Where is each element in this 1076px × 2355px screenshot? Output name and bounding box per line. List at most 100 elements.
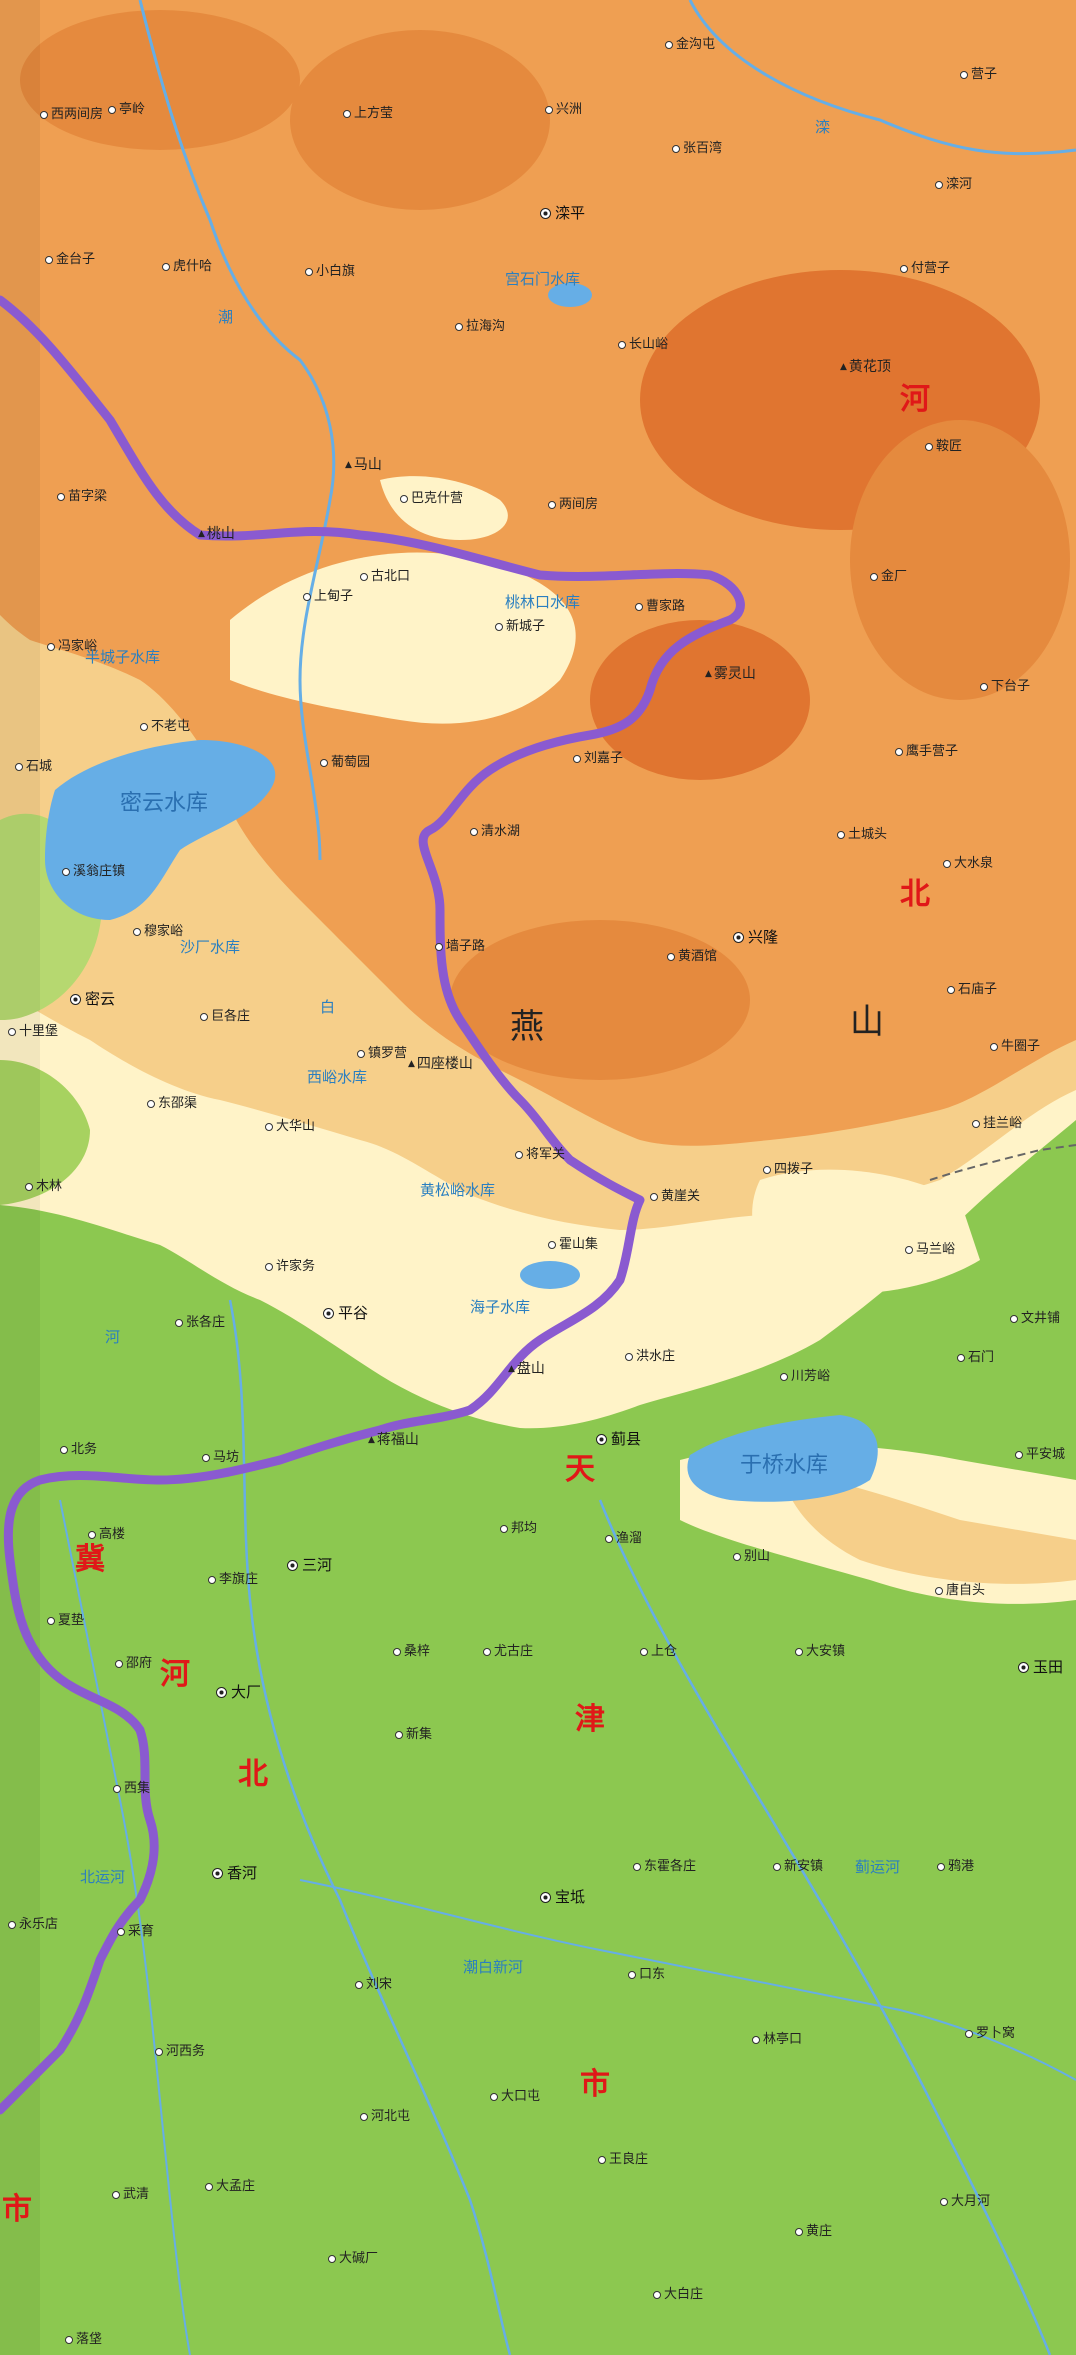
town-label: 夏垫 bbox=[47, 1614, 84, 1627]
town-label: 武清 bbox=[112, 2188, 149, 2201]
town-label: 大月河 bbox=[940, 2195, 990, 2208]
county-label: 滦平 bbox=[540, 206, 585, 221]
reservoir-label: 于桥水库 bbox=[740, 1453, 829, 1478]
town-label: 十里堡 bbox=[8, 1025, 58, 1038]
town-label: 亭岭 bbox=[108, 103, 145, 116]
town-label: 张百湾 bbox=[672, 142, 722, 155]
reservoir-label: 桃林口水库 bbox=[505, 593, 581, 611]
reservoir-label: 海子水库 bbox=[470, 1298, 531, 1316]
province-label: 天 bbox=[565, 1452, 595, 1487]
town-label: 小白旗 bbox=[305, 265, 355, 278]
province-label: 北 bbox=[238, 1757, 268, 1792]
town-label: 拉海沟 bbox=[455, 320, 505, 333]
town-label: 大安镇 bbox=[795, 1645, 845, 1658]
town-label: 四拨子 bbox=[763, 1163, 813, 1176]
town-label: 霍山集 bbox=[548, 1238, 598, 1251]
town-label: 苗字梁 bbox=[57, 490, 107, 503]
river-label: 蓟运河 bbox=[855, 1858, 901, 1876]
peak-label: 蒋福山 bbox=[368, 1433, 419, 1447]
peak-label: 雾灵山 bbox=[705, 667, 756, 681]
reservoir-label: 沙厂水库 bbox=[180, 938, 241, 956]
reservoir-label: 半城子水库 bbox=[85, 648, 161, 666]
county-label: 大厂 bbox=[216, 1685, 261, 1700]
town-label: 黄庄 bbox=[795, 2225, 832, 2238]
town-label: 不老屯 bbox=[140, 720, 190, 733]
town-label: 刘宋 bbox=[355, 1978, 392, 1991]
town-label: 新城子 bbox=[495, 620, 545, 633]
town-label: 大华山 bbox=[265, 1120, 315, 1133]
county-label: 密云 bbox=[70, 992, 115, 1007]
mountain-label: 燕 bbox=[510, 1007, 544, 1047]
town-label: 鹰手营子 bbox=[895, 745, 958, 758]
town-label: 鸦港 bbox=[937, 1860, 974, 1873]
town-label: 西两间房 bbox=[40, 108, 103, 121]
edge-label: 市 bbox=[2, 2192, 32, 2227]
town-label: 长山峪 bbox=[618, 338, 668, 351]
town-label: 清水湖 bbox=[470, 825, 520, 838]
peak-label: 马山 bbox=[345, 458, 382, 472]
town-label: 巨各庄 bbox=[200, 1010, 250, 1023]
town-label: 上仓 bbox=[640, 1645, 677, 1658]
town-label: 林亭口 bbox=[752, 2033, 802, 2046]
town-label: 河西务 bbox=[155, 2045, 205, 2058]
town-label: 川芳峪 bbox=[780, 1370, 830, 1383]
province-label: 冀 bbox=[75, 1542, 105, 1577]
river-label: 潮 bbox=[218, 308, 234, 326]
town-label: 古北口 bbox=[360, 570, 410, 583]
town-label: 穆家峪 bbox=[133, 925, 183, 938]
town-label: 将军关 bbox=[515, 1148, 565, 1161]
province-label: 市 bbox=[580, 2067, 610, 2102]
county-label: 兴隆 bbox=[733, 930, 778, 945]
reservoir-label: 密云水库 bbox=[120, 791, 209, 816]
town-label: 墙子路 bbox=[435, 940, 485, 953]
town-label: 葡萄园 bbox=[320, 756, 370, 769]
town-label: 黄酒馆 bbox=[667, 950, 717, 963]
town-label: 巴克什营 bbox=[400, 492, 463, 505]
town-label: 石城 bbox=[15, 760, 52, 773]
town-label: 北务 bbox=[60, 1443, 97, 1456]
town-label: 张各庄 bbox=[175, 1316, 225, 1329]
town-label: 金沟屯 bbox=[665, 38, 715, 51]
town-label: 尤古庄 bbox=[483, 1645, 533, 1658]
reservoir-label: 黄松峪水库 bbox=[420, 1181, 496, 1199]
town-label: 营子 bbox=[960, 68, 997, 81]
town-label: 挂兰峪 bbox=[972, 1117, 1022, 1130]
town-label: 马兰峪 bbox=[905, 1243, 955, 1256]
town-label: 刘嘉子 bbox=[573, 752, 623, 765]
town-label: 新安镇 bbox=[773, 1860, 823, 1873]
town-label: 西集 bbox=[113, 1782, 150, 1795]
river-label: 滦 bbox=[815, 118, 831, 136]
town-label: 大碱厂 bbox=[328, 2252, 378, 2265]
county-label: 三河 bbox=[287, 1558, 332, 1573]
town-label: 洪水庄 bbox=[625, 1350, 675, 1363]
town-label: 土城头 bbox=[837, 828, 887, 841]
county-label: 香河 bbox=[212, 1866, 257, 1881]
peak-label: 盘山 bbox=[508, 1362, 545, 1376]
town-label: 桑梓 bbox=[393, 1645, 430, 1658]
town-label: 牛圈子 bbox=[990, 1040, 1040, 1053]
town-label: 冯家峪 bbox=[47, 640, 97, 653]
town-label: 平安城 bbox=[1015, 1448, 1065, 1461]
town-label: 木林 bbox=[25, 1180, 62, 1193]
peak-label: 黄花顶 bbox=[840, 360, 891, 374]
town-label: 虎什哈 bbox=[162, 260, 212, 273]
reservoir-label: 西峪水库 bbox=[307, 1068, 368, 1086]
peak-label: 桃山 bbox=[198, 527, 235, 541]
town-label: 金台子 bbox=[45, 253, 95, 266]
county-label: 玉田 bbox=[1018, 1660, 1063, 1675]
town-label: 东霍各庄 bbox=[633, 1860, 696, 1873]
town-label: 石庙子 bbox=[947, 983, 997, 996]
province-label: 河 bbox=[900, 382, 930, 417]
town-label: 黄崖关 bbox=[650, 1190, 700, 1203]
town-label: 滦河 bbox=[935, 178, 972, 191]
town-label: 兴洲 bbox=[545, 103, 582, 116]
town-label: 王良庄 bbox=[598, 2153, 648, 2166]
town-label: 口东 bbox=[628, 1968, 665, 1981]
county-label: 平谷 bbox=[323, 1306, 368, 1321]
river-label: 白 bbox=[320, 998, 336, 1016]
town-label: 落垡 bbox=[65, 2333, 102, 2346]
town-label: 东邵渠 bbox=[147, 1097, 197, 1110]
county-label: 宝坻 bbox=[540, 1890, 585, 1905]
